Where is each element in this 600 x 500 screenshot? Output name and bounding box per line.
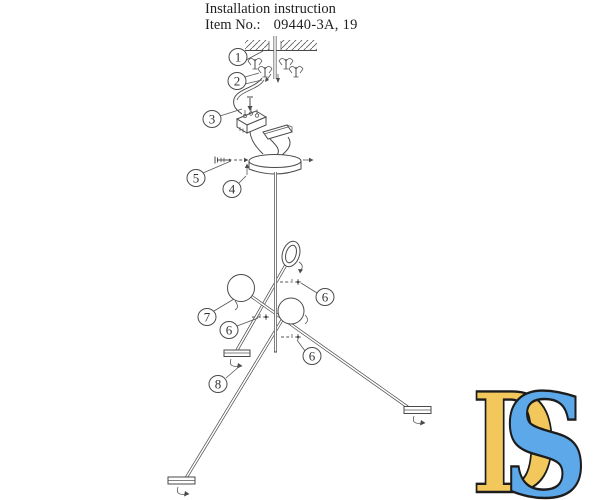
callout-2-number: 2 — [234, 74, 241, 89]
callout-6-top: 6 — [315, 288, 335, 306]
callout-5: 5 — [186, 169, 206, 187]
direction-arrow-right — [303, 157, 314, 163]
item-number: 09440-3A, 19 — [273, 17, 358, 33]
lamp-holder-upper — [223, 349, 251, 369]
decorative-ring — [281, 240, 301, 268]
logo-letter-s: S — [502, 363, 588, 500]
lamp-holder-left — [167, 476, 196, 497]
lamp-holder-right — [403, 406, 432, 426]
ds-logo: D S — [471, 362, 589, 500]
callout-3: 3 — [202, 110, 222, 128]
callout-3-number: 3 — [209, 112, 216, 127]
canopy — [248, 154, 302, 175]
down-rod — [274, 172, 277, 353]
item-label: Item No.: — [205, 17, 261, 33]
power-wire — [233, 77, 265, 115]
callout-4-number: 4 — [229, 182, 236, 197]
sheet-header: Installation instruction Item No.: 09440-… — [205, 1, 358, 33]
doc-title: Installation instruction — [205, 1, 336, 17]
callout-leaders — [202, 50, 318, 379]
set-screw-top — [280, 278, 302, 286]
callout-2: 2 — [227, 72, 247, 90]
callout-7-number: 7 — [204, 310, 211, 325]
canopy-wires — [249, 131, 291, 156]
canopy-screw — [214, 156, 249, 164]
connector-box — [262, 124, 293, 140]
direction-arrow-up — [244, 163, 250, 175]
callout-8-number: 8 — [215, 377, 222, 392]
callout-1: 1 — [228, 48, 248, 66]
terminal-block — [235, 107, 268, 134]
ceiling-hatch — [245, 40, 317, 51]
logo-letter-d: D — [472, 363, 556, 500]
callout-5-number: 5 — [193, 171, 200, 186]
callout-6-number: 6 — [309, 349, 316, 364]
callout-7: 7 — [197, 308, 217, 326]
globe-shade-left — [227, 274, 255, 311]
set-screw-middle — [252, 313, 270, 321]
terminal-screw — [247, 96, 253, 111]
callout-6-number: 6 — [322, 290, 329, 305]
lamp-arms — [184, 262, 410, 479]
toggle-bolts — [247, 58, 304, 83]
callout-8: 8 — [208, 375, 228, 393]
set-screw-bottom — [281, 333, 302, 341]
ring-rotate-arrow — [298, 261, 303, 274]
callout-6-bottom: 6 — [302, 347, 322, 365]
callout-6-number: 6 — [226, 323, 233, 338]
callout-4: 4 — [222, 180, 242, 198]
globe-shade-center — [277, 297, 308, 325]
item-number-line: Item No.: 09440-3A, 19 — [205, 17, 358, 33]
callout-6-middle: 6 — [219, 321, 239, 339]
callout-1-number: 1 — [235, 50, 242, 65]
